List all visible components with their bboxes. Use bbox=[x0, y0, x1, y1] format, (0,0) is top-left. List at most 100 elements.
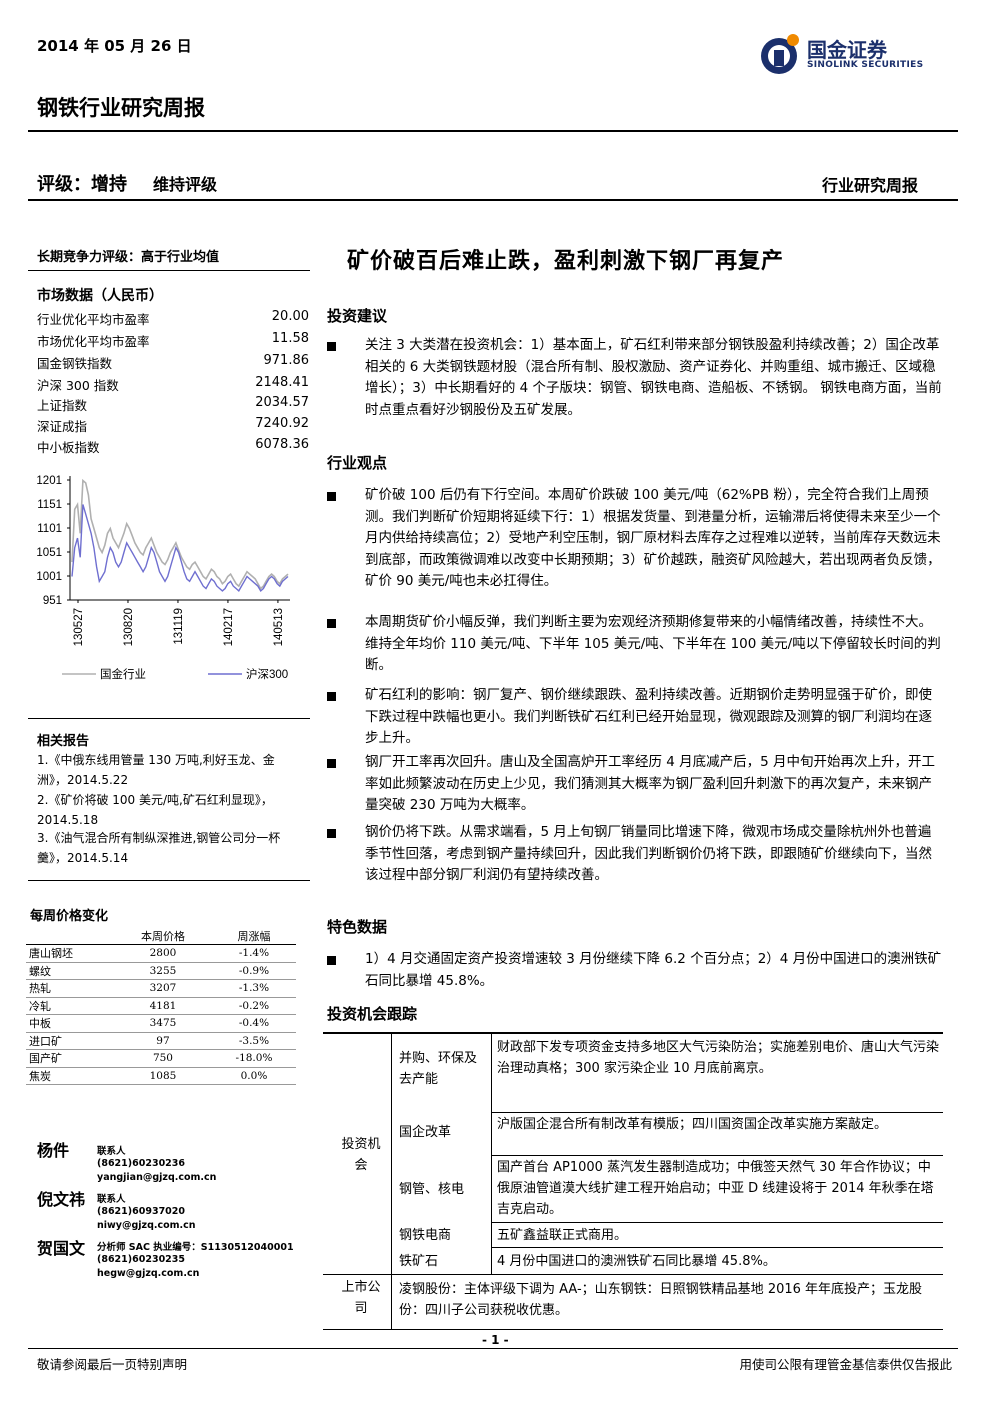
table-line bbox=[491, 1112, 943, 1113]
analyst-name: 贺国文 bbox=[37, 1239, 86, 1258]
table-line bbox=[323, 1032, 943, 1034]
market-key: 沪深 300 指数 bbox=[37, 378, 119, 393]
market-key: 市场优化平均市盈率 bbox=[37, 334, 150, 349]
category-text: 五矿鑫益联正式商用。 bbox=[497, 1228, 628, 1243]
footer-divider bbox=[28, 1348, 958, 1349]
series-line-hs300 bbox=[71, 504, 289, 593]
cell-name: 中板 bbox=[26, 1014, 114, 1033]
cell-change: -3.5% bbox=[211, 1032, 296, 1050]
analyst-email: hegw@gjzq.com.cn bbox=[97, 1268, 200, 1279]
category-label: 钢铁电商 bbox=[399, 1228, 452, 1243]
market-key: 行业优化平均市盈率 bbox=[37, 312, 150, 327]
cell-change: -1.3% bbox=[211, 979, 296, 998]
rating-sub: 维持评级 bbox=[153, 175, 218, 194]
x-tick-label: 140217 bbox=[223, 608, 235, 646]
analyst-role: 分析师 SAC 执业编号：S1130512040001 bbox=[97, 1242, 294, 1253]
category-text: 4 月份中国进口的澳洲铁矿石同比暴增 45.8%。 bbox=[497, 1254, 776, 1269]
company-text: 凌钢股份：主体评级下调为 AA-；山东钢铁：日照钢铁精品基地 2016 年年底投… bbox=[399, 1282, 923, 1318]
bullet-icon bbox=[327, 492, 336, 501]
sinolink-logo-icon bbox=[761, 34, 799, 74]
market-key: 上证指数 bbox=[37, 398, 88, 413]
analyst-name: 杨件 bbox=[37, 1141, 70, 1160]
left-divider bbox=[28, 880, 310, 881]
market-key: 深证成指 bbox=[37, 419, 88, 434]
report-date: 2014 年 05 月 26 日 bbox=[37, 37, 192, 55]
cell-price: 3207 bbox=[114, 979, 212, 998]
x-tick-label: 130820 bbox=[123, 608, 135, 646]
market-key: 国金钢铁指数 bbox=[37, 356, 113, 371]
y-tick-label: 1051 bbox=[36, 547, 62, 559]
logo-cn: 国金证券 bbox=[807, 38, 887, 62]
market-row: 深证成指 7240.92 bbox=[37, 414, 309, 436]
category-label: 并购、环保及去产能 bbox=[399, 1051, 478, 1087]
cell-change: -0.9% bbox=[211, 962, 296, 980]
competitiveness-rating: 长期竞争力评级：高于行业均值 bbox=[37, 250, 220, 265]
rating: 评级：增持 维持评级 bbox=[37, 170, 217, 196]
rating-divider bbox=[28, 199, 958, 201]
analyst-phone: (8621)60230235 bbox=[97, 1254, 186, 1265]
market-row: 沪深 300 指数 2148.41 bbox=[37, 373, 309, 395]
related-report: 3.《油气混合所有制纵深推进,钢管公司分一杯羹》，2014.5.14 bbox=[37, 831, 281, 865]
market-data-title: 市场数据（人民币） bbox=[37, 288, 163, 304]
header-divider bbox=[28, 130, 958, 132]
bullet-icon bbox=[327, 759, 336, 768]
view-text: 钢厂开工率再次回升。唐山及全国高炉开工率经历 4 月底减产后，5 月中旬开始再次… bbox=[365, 754, 936, 813]
cell-change: 0.0% bbox=[211, 1067, 296, 1085]
category-label: 铁矿石 bbox=[399, 1254, 439, 1269]
cell-name: 焦炭 bbox=[26, 1067, 114, 1085]
main-title: 矿价破百后难止跌，盈利刺激下钢厂再复产 bbox=[347, 249, 785, 274]
cell-price: 3255 bbox=[114, 962, 212, 980]
group-label-invest: 投资机会 bbox=[341, 1137, 381, 1173]
price-change-title: 每周价格变化 bbox=[30, 909, 109, 924]
col-header: 周涨幅 bbox=[211, 927, 296, 945]
cell-change: -18.0% bbox=[211, 1049, 296, 1068]
market-row: 上证指数 2034.57 bbox=[37, 393, 309, 415]
table-line bbox=[391, 1032, 392, 1330]
left-divider bbox=[28, 270, 310, 271]
cell-change: -0.4% bbox=[211, 1014, 296, 1033]
market-value: 2148.41 bbox=[255, 375, 309, 390]
bullet-icon bbox=[327, 692, 336, 701]
cell-price: 2800 bbox=[114, 944, 212, 963]
view-text: 本周期货矿价小幅反弹，我们判断主要为宏观经济预期修复带来的小幅情绪改善，持续性不… bbox=[365, 614, 941, 673]
cell-price: 4181 bbox=[114, 997, 212, 1015]
bullet-icon bbox=[327, 829, 336, 838]
bullet-icon bbox=[327, 342, 336, 351]
view-text: 矿价破 100 后仍有下行空间。本周矿价跌破 100 美元/吨（62%PB 粉）… bbox=[365, 487, 941, 589]
rating-label: 评级：增持 bbox=[37, 174, 127, 195]
cell-price: 1085 bbox=[114, 1067, 212, 1085]
section-heading-invest: 投资建议 bbox=[327, 307, 388, 325]
section-heading-data: 特色数据 bbox=[327, 918, 388, 936]
related-report: 2.《矿价将破 100 美元/吨,矿石红利显现》，2014.5.18 bbox=[37, 793, 273, 827]
y-tick-label: 951 bbox=[43, 595, 62, 607]
table-header-row: 本周价格 周涨幅 bbox=[26, 927, 296, 945]
cell-price: 750 bbox=[114, 1049, 212, 1068]
analyst-role: 联系人 bbox=[97, 1146, 126, 1157]
footer-disclaimer: 敬请参阅最后一页特别声明 bbox=[37, 1357, 188, 1372]
market-value: 2034.57 bbox=[255, 395, 309, 410]
table-line bbox=[491, 1222, 943, 1223]
related-report: 1.《中俄东线用管量 130 万吨,利好玉龙、金洲》，2014.5.22 bbox=[37, 753, 275, 787]
category-label: 钢管、核电 bbox=[399, 1182, 465, 1197]
report-type: 行业研究周报 bbox=[821, 176, 918, 195]
report-series-title: 钢铁行业研究周报 bbox=[37, 96, 205, 120]
cell-name: 国产矿 bbox=[26, 1049, 114, 1068]
invest-text: 关注 3 大类潜在投资机会：1）基本面上，矿石红利带来部分钢铁股盈利持续改善；2… bbox=[365, 337, 942, 418]
company-logo: 国金证券 SINOLINK SECURITIES bbox=[755, 30, 955, 80]
market-value: 7240.92 bbox=[255, 416, 309, 431]
page-number: - 1 - bbox=[482, 1333, 509, 1347]
y-tick-label: 1151 bbox=[37, 499, 62, 511]
col-header: 本周价格 bbox=[114, 927, 212, 945]
footer-note: 用使司公限有理管金基信泰供仅告报此 bbox=[739, 1357, 952, 1372]
x-tick-label: 131119 bbox=[173, 608, 185, 645]
analyst-email: yangjian@gjzq.com.cn bbox=[97, 1172, 217, 1183]
market-key: 中小板指数 bbox=[37, 440, 100, 455]
